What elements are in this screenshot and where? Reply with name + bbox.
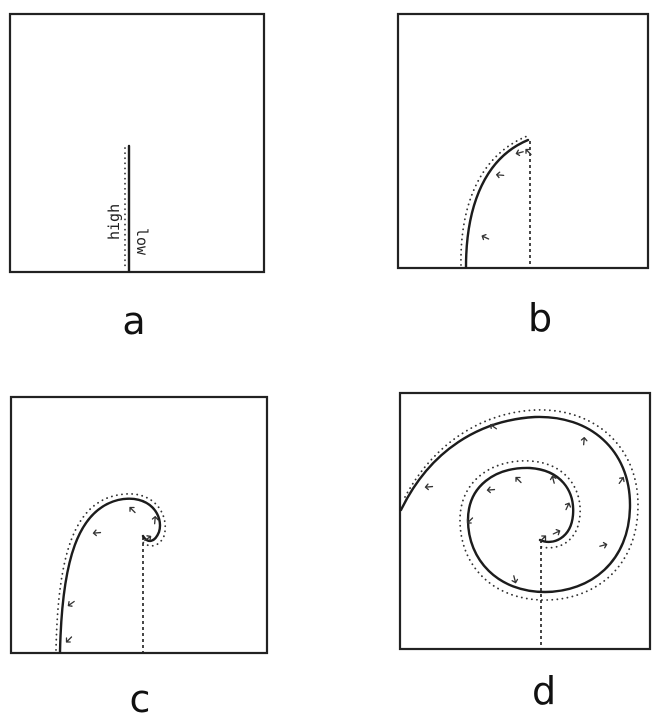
panel-label-c: c (130, 677, 151, 715)
panel-c-frame (9, 395, 269, 655)
label-low: low (133, 228, 151, 256)
panel-label-b: b (528, 296, 552, 340)
panel-label-d: d (532, 669, 556, 713)
panel-label-a: a (122, 299, 145, 343)
wave-front-c (58, 497, 162, 654)
wave-front-d (399, 415, 632, 594)
direction-arrows-d (424, 423, 625, 584)
panel-d: d (398, 391, 652, 713)
direction-arrows-c (65, 506, 160, 643)
panel-c: c (9, 395, 269, 715)
excited-dots-b (460, 134, 531, 266)
panel-b: b (396, 12, 650, 340)
label-high: high (105, 204, 123, 240)
excited-dots-d (404, 409, 639, 601)
panel-a: high low a (8, 12, 266, 343)
panel-a-frame (8, 12, 266, 274)
excited-dots-c (55, 492, 167, 651)
wave-front-b (464, 138, 530, 269)
panel-b-frame (396, 12, 650, 270)
panel-d-frame (398, 391, 652, 651)
